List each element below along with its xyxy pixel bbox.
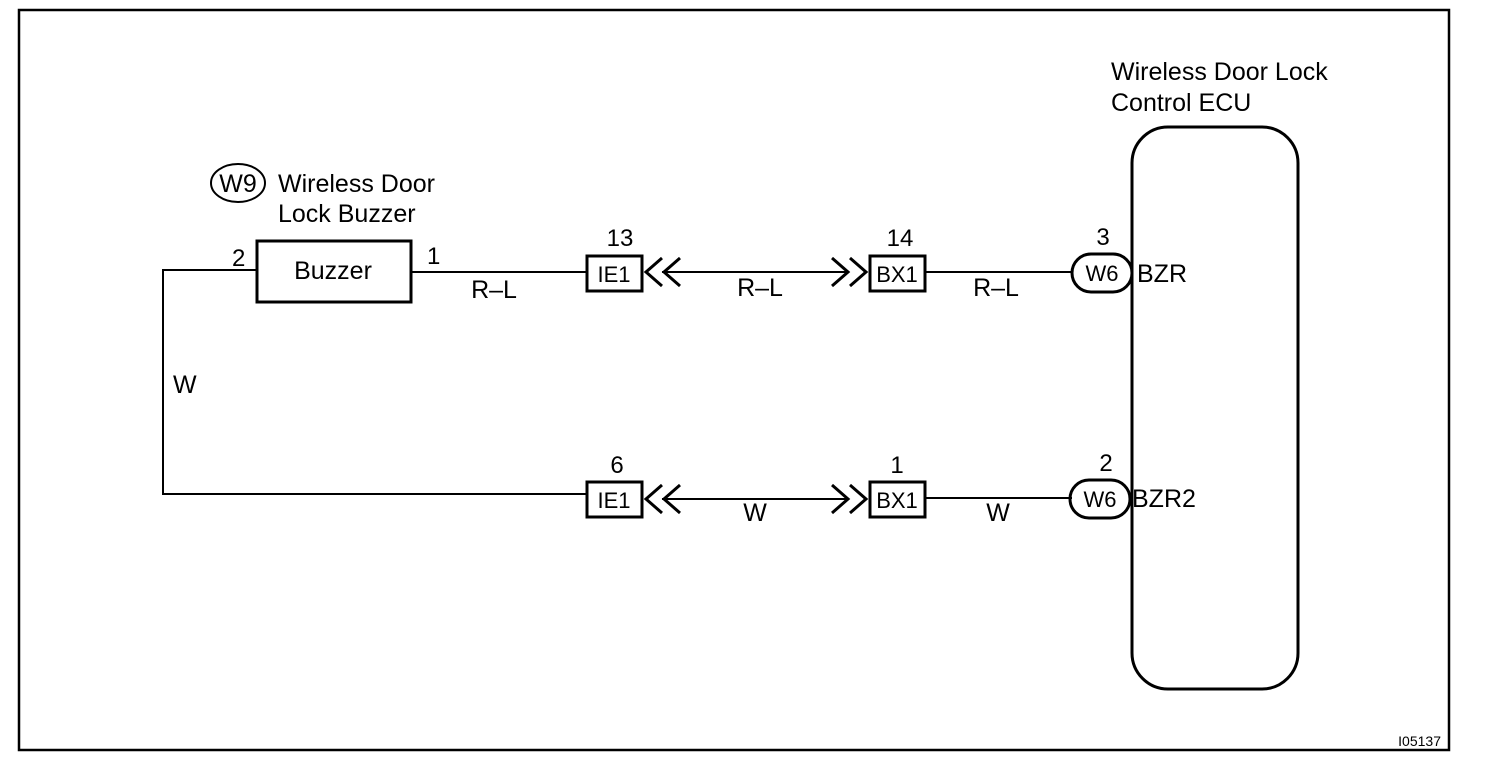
top-bx1-arrow-outer xyxy=(849,256,869,288)
bottom-w6-label: W6 xyxy=(1084,487,1117,512)
bottom-bx1-box xyxy=(868,480,927,519)
diagram-frame xyxy=(17,8,1451,752)
top-w6-label: W6 xyxy=(1086,261,1119,286)
top-ie1-pin: 13 xyxy=(607,225,634,252)
left-wire-color: W xyxy=(173,371,197,399)
buzzer-pin-2: 2 xyxy=(232,245,245,272)
w9-connector-badge xyxy=(210,163,266,203)
top-ie1-arrow-inner xyxy=(661,256,681,288)
buzzer-name-line2: Lock Buzzer xyxy=(278,200,416,228)
bottom-ie1-label: IE1 xyxy=(597,488,630,513)
ecu-terminal-bzr2: BZR2 xyxy=(1132,485,1196,513)
buzzer-pin-1: 1 xyxy=(427,243,440,270)
top-w6-pin: 3 xyxy=(1096,224,1109,251)
ecu-name-line1: Wireless Door Lock xyxy=(1111,58,1328,86)
bottom-ie1-pin: 6 xyxy=(610,452,623,479)
figure-id: I05137 xyxy=(1398,733,1441,749)
bottom-ie1-arrow-inner xyxy=(661,483,681,515)
buzzer-box-label: Buzzer xyxy=(294,257,372,285)
bottom-ie1-box xyxy=(585,480,644,519)
ecu-name-line2: Control ECU xyxy=(1111,89,1251,117)
bottom-ie1-arrow-outer xyxy=(643,483,663,515)
ecu-body xyxy=(1130,125,1300,691)
top-bx1-arrow-inner xyxy=(831,256,851,288)
bottom-bx1-label: BX1 xyxy=(876,488,918,513)
top-ie1-box xyxy=(585,254,644,293)
top-wire-color-3: R–L xyxy=(973,274,1019,302)
top-bx1-box xyxy=(868,254,927,293)
bottom-w6-pin: 2 xyxy=(1099,450,1112,477)
top-wire-color-2: R–L xyxy=(737,274,783,302)
bottom-bx1-arrow-inner xyxy=(831,483,851,515)
top-w6-badge xyxy=(1070,252,1134,294)
bottom-wire-color-2: W xyxy=(743,499,767,527)
top-wire-color-1: R–L xyxy=(471,276,517,304)
ecu-terminal-bzr: BZR xyxy=(1137,260,1187,288)
bottom-bx1-arrow-outer xyxy=(849,483,869,515)
top-ie1-label: IE1 xyxy=(597,262,630,287)
wire-left-loop xyxy=(162,269,587,495)
buzzer-name-line1: Wireless Door xyxy=(278,170,435,198)
w9-connector-label: W9 xyxy=(219,170,257,198)
bottom-w6-badge xyxy=(1068,478,1132,520)
top-bx1-pin: 14 xyxy=(887,225,914,252)
bottom-bx1-pin: 1 xyxy=(890,452,903,479)
top-bx1-label: BX1 xyxy=(876,262,918,287)
bottom-wire-color-3: W xyxy=(986,499,1010,527)
top-ie1-arrow-outer xyxy=(643,256,663,288)
